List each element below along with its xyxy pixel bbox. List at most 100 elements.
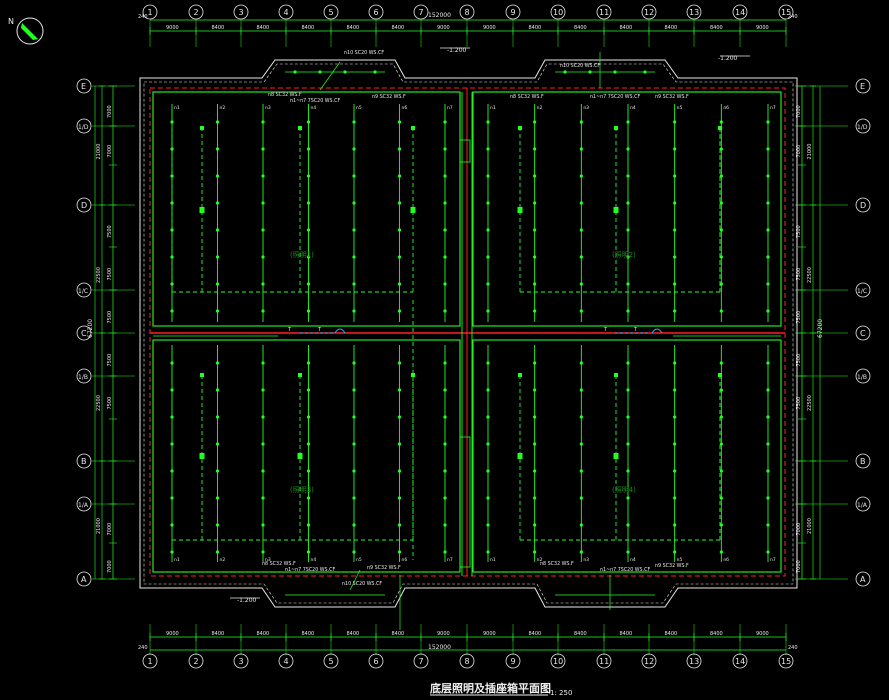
top-dim-label: 8400 — [574, 25, 587, 31]
left-dim-label: 7000 — [107, 560, 113, 573]
zone-label-2: (照明2) — [612, 251, 636, 259]
lamp-fixture — [215, 550, 220, 554]
column-axis-label: 3 — [239, 8, 244, 17]
lamp-fixture — [215, 282, 220, 286]
door-swing — [651, 328, 663, 334]
fixture-tag: n3 — [265, 105, 271, 111]
north-label: N — [8, 17, 14, 26]
column-axis-label: 15 — [781, 8, 791, 17]
circuit-label-bottom-right: n8 SC32 WS.F — [540, 561, 574, 567]
lamp-fixture — [352, 309, 356, 313]
lamp-fixture — [352, 442, 356, 446]
lamp-fixture — [673, 550, 677, 554]
junction-box — [613, 453, 619, 459]
lamp-fixture — [352, 361, 356, 365]
bottom-dim-label: 8400 — [665, 631, 678, 637]
circuit-label-bottom-left: n1~n7 7SC20 WS.CF — [285, 567, 335, 573]
left-dim-label: 7500 — [107, 354, 113, 367]
lamp-fixture — [673, 255, 677, 259]
lamp-fixture — [719, 442, 723, 446]
lamp-fixture — [486, 309, 490, 313]
lamp-fixture — [397, 550, 402, 554]
riser-box — [459, 436, 471, 568]
socket-box — [200, 126, 204, 130]
left-subtotal-label: 21000 — [96, 144, 102, 160]
lamp-fixture — [215, 469, 220, 473]
lamp-fixture — [766, 523, 770, 527]
top-dim-label: 8400 — [347, 25, 360, 31]
row-axis-label: 1/D — [857, 124, 868, 131]
lamp-fixture — [533, 147, 537, 151]
lamp-fixture — [486, 388, 490, 392]
left-dim-label: 7000 — [107, 105, 113, 118]
column-axis-bubble — [778, 653, 794, 669]
lamp-fixture — [719, 174, 723, 178]
fixture-tag: n4 — [630, 557, 636, 563]
row-axis-label: B — [81, 457, 87, 466]
column-axis-bubble — [686, 4, 702, 20]
row-axis-bubble — [76, 78, 92, 94]
lamp-fixture — [673, 282, 677, 286]
column-axis-label: 1 — [148, 657, 153, 666]
circuit-label-bottom-right: n9 SC32 WS.F — [655, 563, 689, 569]
right-dim-label: 7000 — [796, 560, 802, 573]
fixture-tag: n5 — [356, 557, 362, 563]
lamp-fixture — [719, 469, 723, 473]
leader-line — [319, 61, 341, 91]
lamp-fixture — [766, 469, 770, 473]
quadrant-frame-4 — [472, 339, 782, 573]
lamp-fixture — [486, 361, 490, 365]
column-axis-label: 14 — [735, 8, 745, 17]
bottom-dim-label: 9000 — [483, 631, 496, 637]
column-axis-label: 10 — [553, 8, 563, 17]
circuit-label-top-right: n1~n7 7SC20 WS.CF — [590, 94, 640, 100]
column-axis-bubble — [459, 4, 475, 20]
column-axis-bubble — [233, 653, 249, 669]
fixture-tag: n6 — [723, 105, 729, 111]
row-axis-bubble — [76, 496, 92, 512]
level-top-right: -1.200 — [718, 55, 738, 62]
row-axis-bubble — [855, 197, 871, 213]
lamp-fixture — [626, 120, 630, 124]
fixture-tag: n5 — [677, 105, 683, 111]
drawing-scale: 1: 250 — [550, 689, 572, 697]
row-axis-label: A — [81, 575, 87, 584]
edge-dim-bottom-right: 240 — [788, 645, 798, 651]
right-dim-label: 7000 — [796, 523, 802, 536]
column-axis-label: 13 — [689, 657, 699, 666]
lamp-fixture — [443, 201, 447, 205]
row-axis-bubble — [76, 571, 92, 587]
lamp-fixture — [215, 201, 220, 205]
lamp-fixture — [719, 255, 723, 259]
lamp-fixture — [673, 174, 677, 178]
lamp-fixture — [397, 415, 402, 419]
lamp-fixture — [170, 174, 174, 178]
lamp-fixture — [215, 228, 220, 232]
corridor-mark: T — [317, 327, 322, 333]
lamp-fixture — [579, 228, 583, 232]
socket-box — [518, 373, 522, 377]
left-dim-label: 7000 — [107, 145, 113, 158]
column-axis-label: 13 — [689, 8, 699, 17]
row-axis-label: A — [860, 575, 866, 584]
circuit-label-top-left: n1~n7 7SC20 WS.CF — [290, 98, 340, 104]
fixture-tag: n1 — [174, 557, 180, 563]
lamp-fixture — [306, 496, 311, 500]
row-axis-bubble — [855, 78, 871, 94]
building-outline-inner — [143, 63, 794, 604]
fixture-tag: n3 — [583, 557, 589, 563]
lamp-fixture — [261, 496, 265, 500]
row-axis-bubble — [855, 282, 871, 298]
column-axis-label: 7 — [419, 657, 424, 666]
column-axis-label: 2 — [194, 657, 199, 666]
lamp-fixture — [170, 388, 174, 392]
corridor-mark: T — [633, 327, 638, 333]
lamp-fixture — [397, 255, 402, 259]
zone-label-1: (照明1) — [290, 251, 314, 259]
lamp-fixture — [673, 442, 677, 446]
lamp-fixture — [352, 228, 356, 232]
lamp-fixture — [533, 469, 537, 473]
fixture-tag: n1 — [174, 105, 180, 111]
top-dim-label: 8400 — [665, 25, 678, 31]
lamp-fixture — [443, 496, 447, 500]
